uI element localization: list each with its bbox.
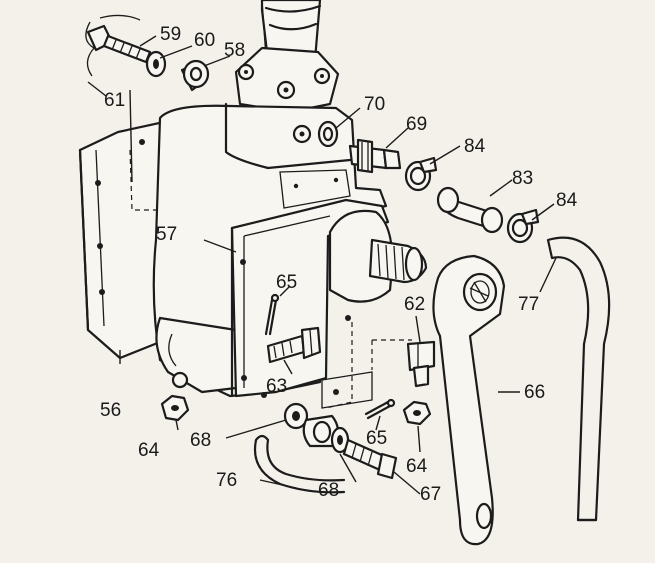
callout-63: 63 (266, 376, 287, 397)
callout-68-right: 68 (318, 480, 339, 501)
hose-clip-84-lower (506, 208, 540, 244)
hose-83 (436, 186, 504, 234)
washer-60 (145, 50, 167, 78)
leader-lines (87, 35, 557, 495)
callout-57: 57 (156, 224, 177, 245)
spacer-58 (180, 59, 210, 92)
callout-84-lower: 84 (556, 190, 578, 211)
callout-58: 58 (224, 40, 245, 61)
callout-62: 62 (404, 294, 425, 315)
washer-70 (317, 120, 339, 148)
cotter-pin-65-upper (264, 293, 280, 336)
gearbox-top-flange (234, 46, 340, 114)
callout-67: 67 (420, 484, 441, 505)
drop-arm-66 (432, 254, 506, 546)
bolt-59 (85, 14, 152, 77)
callout-64-left: 64 (138, 440, 160, 461)
callout-65-lower: 65 (366, 428, 387, 449)
banjo-bolt-67 (342, 438, 398, 480)
nut-64-left (160, 394, 190, 422)
callout-61: 61 (104, 90, 125, 111)
return-pipe-77 (546, 236, 611, 522)
callout-59: 59 (160, 24, 181, 45)
callout-69: 69 (406, 114, 427, 135)
callout-70: 70 (364, 94, 385, 115)
callout-labels: 59 60 58 61 70 69 84 83 84 57 65 77 62 6… (100, 24, 578, 505)
callout-66: 66 (524, 382, 545, 403)
callout-68-left: 68 (190, 430, 211, 451)
callout-77: 77 (518, 294, 539, 315)
callout-60: 60 (194, 30, 215, 51)
callout-76: 76 (216, 470, 237, 491)
bolt-63 (266, 326, 322, 364)
hose-clip-84-upper (404, 156, 438, 192)
cotter-pin-65-lower (364, 398, 396, 420)
sector-shaft (321, 209, 428, 409)
washer-68-right (330, 426, 350, 454)
callout-64-right: 64 (406, 456, 428, 477)
callout-56: 56 (100, 400, 121, 421)
washer-68-left (283, 402, 309, 430)
callout-84-upper: 84 (464, 136, 486, 157)
bolt-62 (406, 340, 436, 388)
nut-64-right (402, 400, 432, 426)
union-fitting-69 (348, 138, 402, 174)
callout-83: 83 (512, 168, 533, 189)
banjo-pipe-76 (253, 414, 346, 494)
callout-65-upper: 65 (276, 272, 297, 293)
